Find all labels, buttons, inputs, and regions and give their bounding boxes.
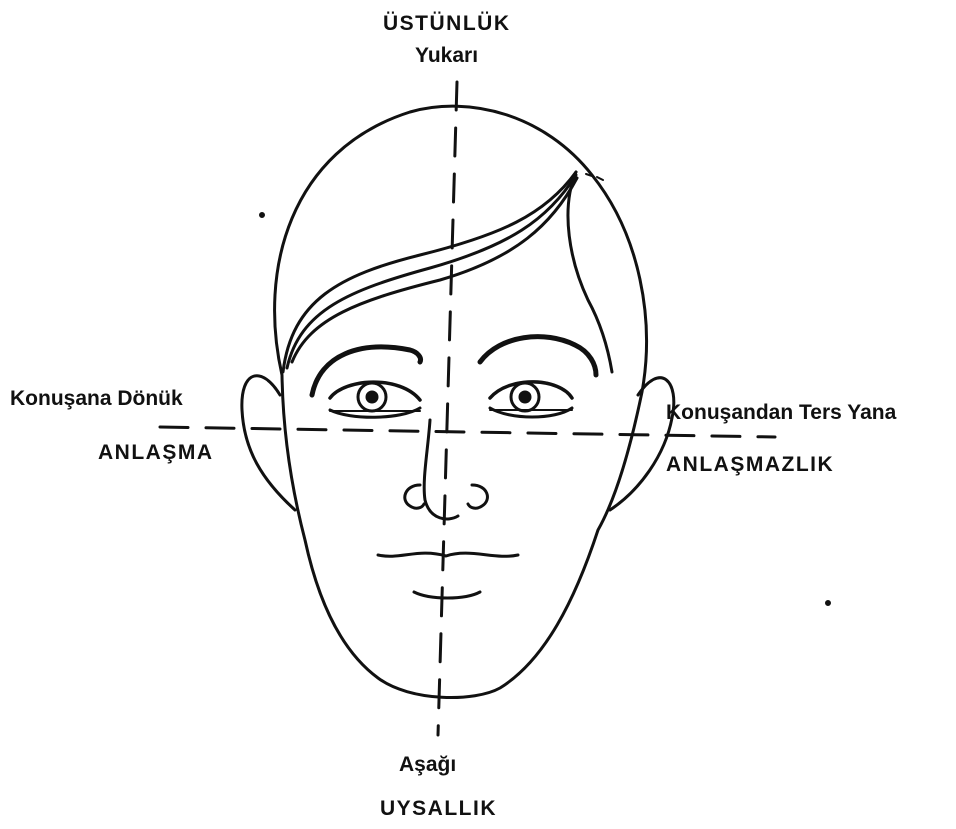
vertical-axis bbox=[438, 82, 457, 735]
right-eyebrow bbox=[480, 337, 596, 375]
left-concept-label: ANLAŞMA bbox=[98, 442, 214, 463]
right-pupil bbox=[520, 392, 530, 402]
nose-right-nostril bbox=[468, 485, 487, 508]
lower-lip bbox=[414, 592, 480, 598]
right-concept-label: ANLAŞMAZLIK bbox=[666, 454, 834, 475]
head-outline bbox=[275, 106, 647, 697]
stray-dot bbox=[261, 214, 264, 217]
stray-dot bbox=[827, 602, 830, 605]
right-direction-label: Konuşandan Ters Yana bbox=[666, 402, 896, 423]
bottom-direction-label: Aşağı bbox=[399, 754, 456, 775]
horizontal-axis bbox=[160, 427, 775, 437]
left-direction-label: Konuşana Dönük bbox=[10, 388, 183, 409]
nose-left-nostril bbox=[405, 485, 424, 508]
hair-part-edge bbox=[568, 172, 612, 372]
top-direction-label: Yukarı bbox=[415, 45, 478, 66]
nose-bridge bbox=[424, 420, 458, 519]
hair-sweep bbox=[283, 172, 576, 372]
bottom-concept-label: UYSALLIK bbox=[380, 798, 497, 819]
top-concept-label: ÜSTÜNLÜK bbox=[383, 13, 511, 34]
left-pupil bbox=[367, 392, 377, 402]
upper-lip bbox=[378, 553, 518, 556]
